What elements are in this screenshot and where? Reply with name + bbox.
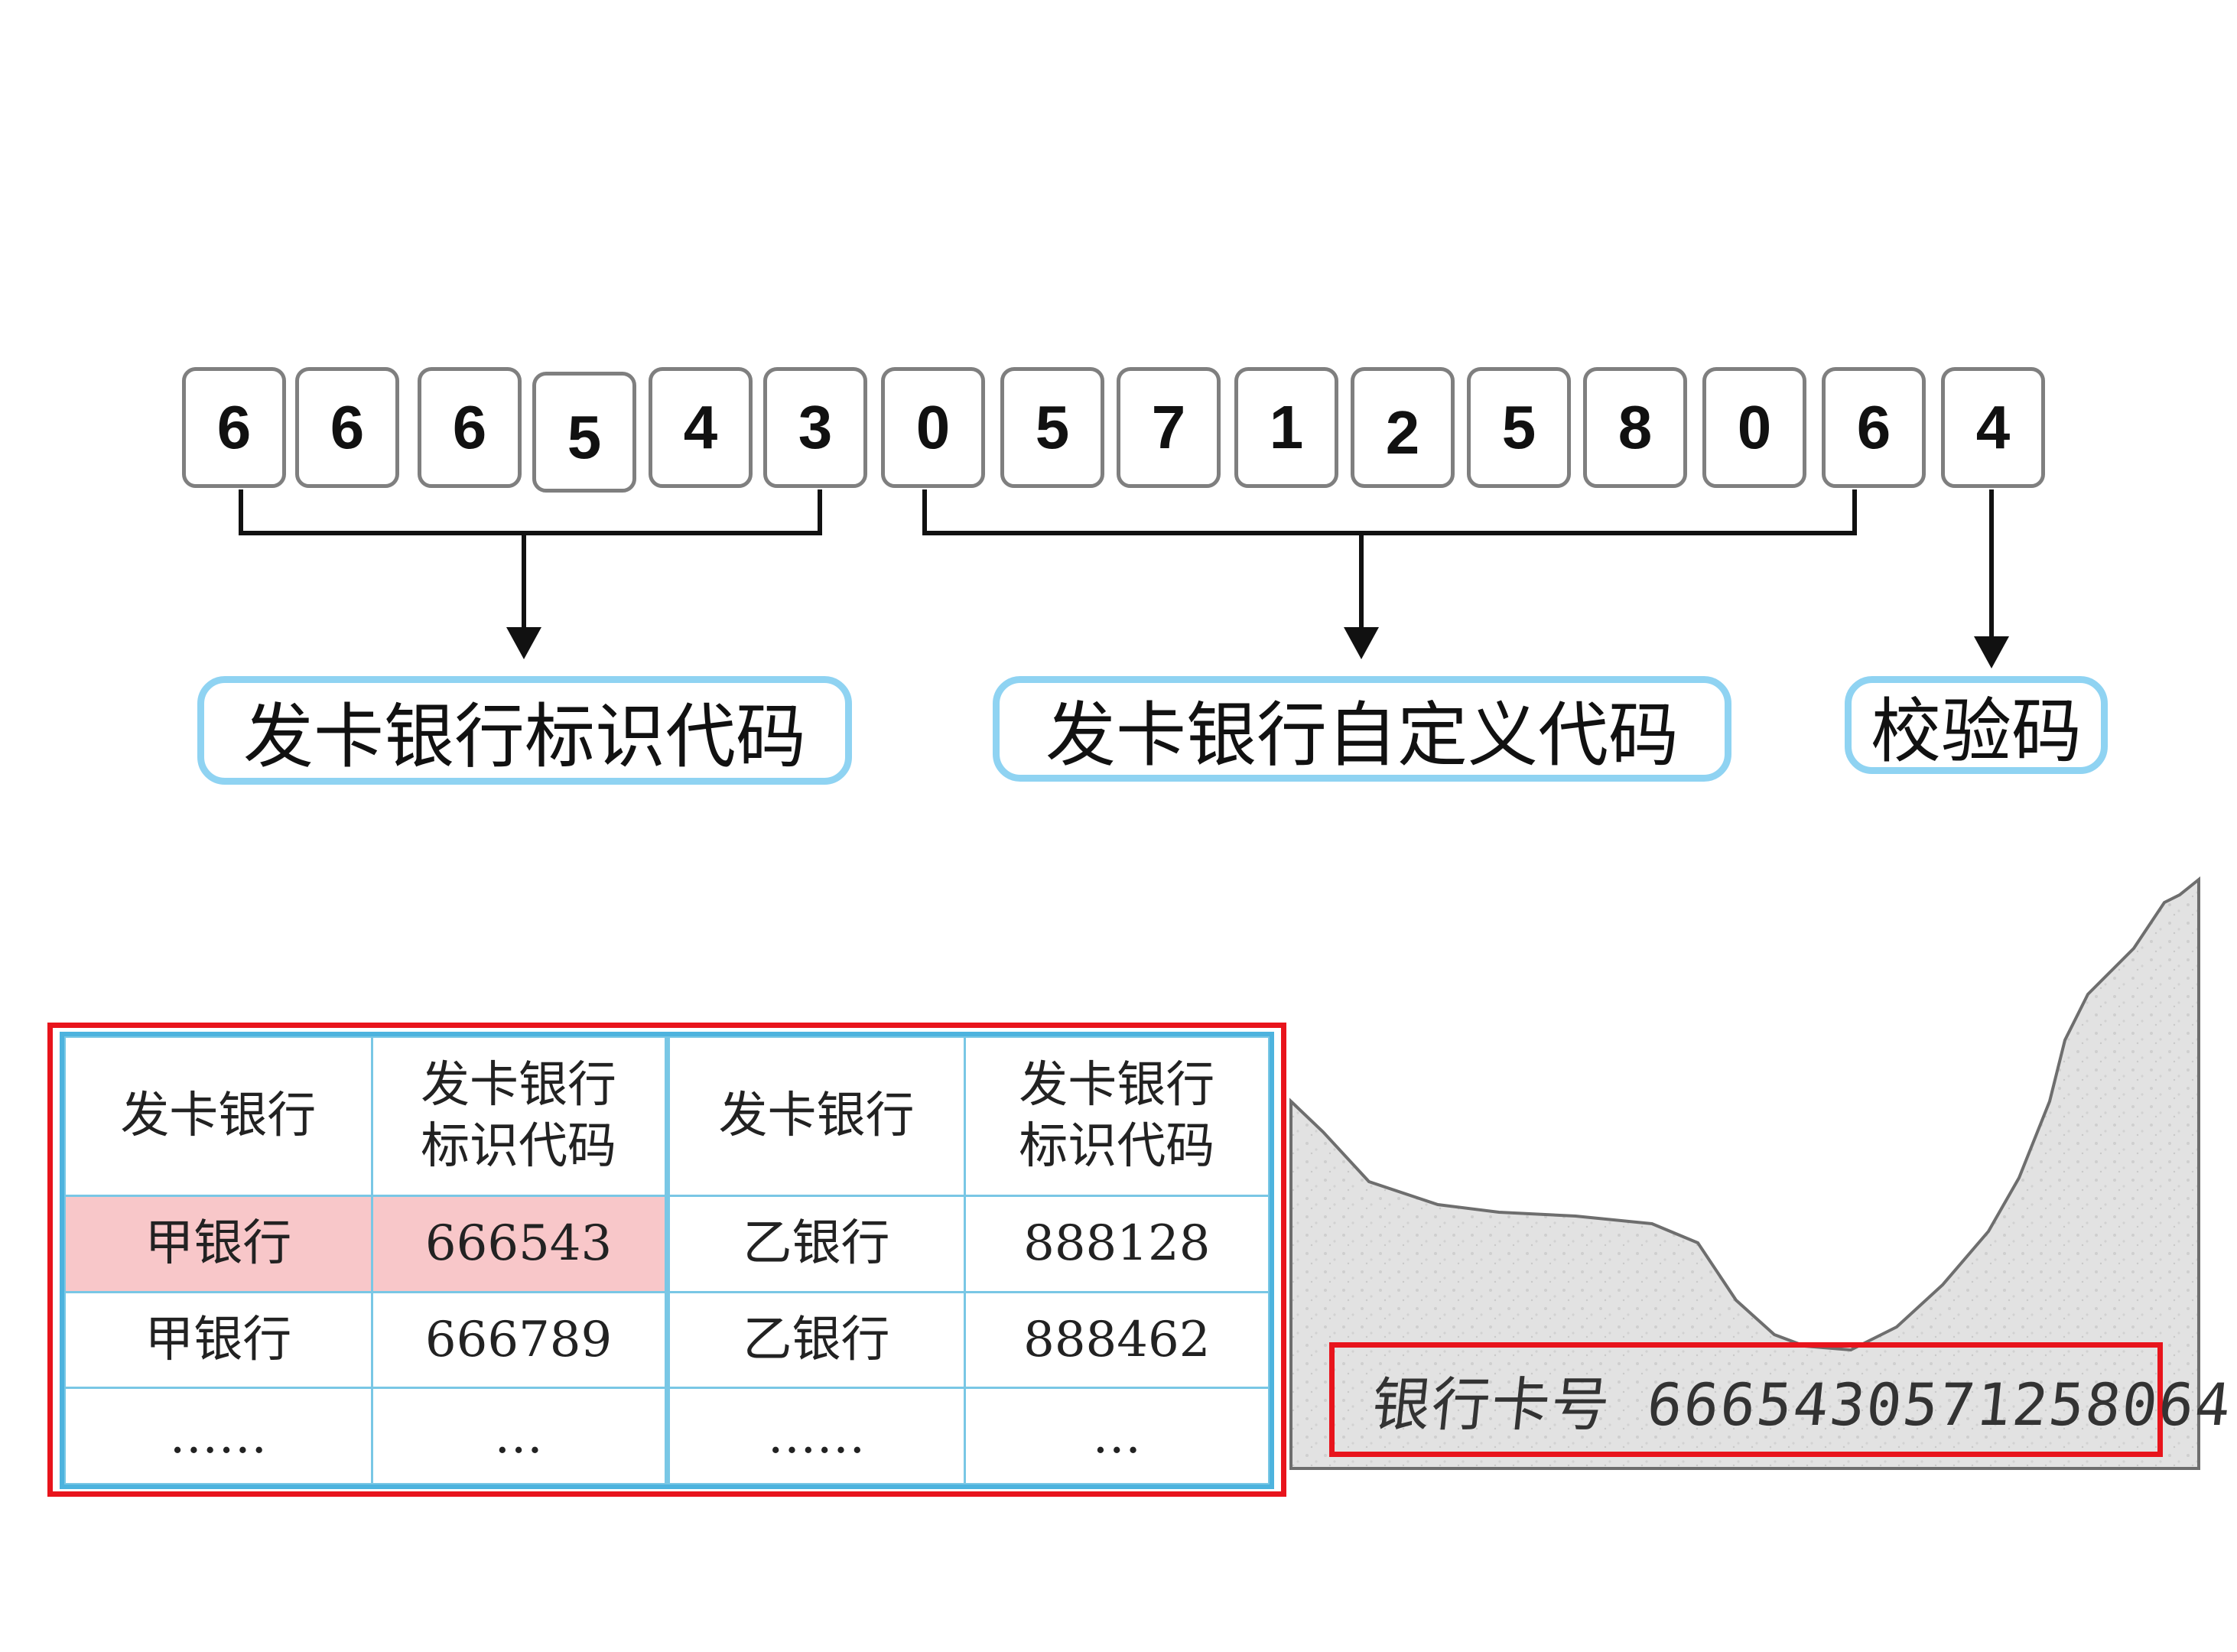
table-cell: 888462 bbox=[963, 1290, 1271, 1390]
table-row: 甲银行 666543 乙银行 888128 bbox=[63, 1194, 1271, 1293]
table-cell: 乙银行 bbox=[665, 1290, 966, 1390]
card-number-slip-frame: 银行卡号 6665430571258064 bbox=[1329, 1342, 2235, 1457]
check-digit-label: 校验码 bbox=[1845, 676, 2108, 774]
digit-box: 5 bbox=[1467, 367, 1571, 488]
table-row: …… … …… … bbox=[63, 1387, 1271, 1485]
header-cell: 发卡银行标识代码 bbox=[963, 1036, 1271, 1197]
table-cell: … bbox=[370, 1387, 670, 1485]
table-cell: 甲银行 bbox=[63, 1290, 373, 1390]
table-cell: 888128 bbox=[963, 1194, 1271, 1293]
digit-box: 6 bbox=[182, 367, 286, 488]
paper-shape bbox=[1289, 876, 2200, 1470]
issuer-bracket bbox=[239, 489, 822, 535]
digit-box: 1 bbox=[1234, 367, 1338, 488]
table-cell: 666543 bbox=[370, 1194, 670, 1293]
issuer-code-table: 发卡银行 发卡银行标识代码 发卡银行 发卡银行标识代码 甲银行 666543 乙… bbox=[60, 1032, 1274, 1489]
bracket-arrows bbox=[239, 489, 2009, 668]
table-cell: … bbox=[963, 1387, 1271, 1485]
arrow-head-icon bbox=[506, 627, 541, 659]
issuer-custom-label: 发卡银行自定义代码 bbox=[993, 676, 1731, 782]
digit-box: 8 bbox=[1583, 367, 1687, 488]
digit-box: 0 bbox=[1702, 367, 1806, 488]
digit-box: 6 bbox=[418, 367, 522, 488]
custom-bracket bbox=[922, 489, 1857, 535]
header-cell: 发卡银行 bbox=[63, 1036, 373, 1197]
table-row: 甲银行 666789 乙银行 888462 bbox=[63, 1290, 1271, 1390]
header-cell: 发卡银行标识代码 bbox=[370, 1036, 670, 1197]
digit-box: 0 bbox=[881, 367, 985, 488]
digit-box: 6 bbox=[1822, 367, 1926, 488]
digit-box: 5 bbox=[1000, 367, 1104, 488]
digit-box: 4 bbox=[1941, 367, 2045, 488]
arrow-head-icon bbox=[1344, 627, 1379, 659]
issuer-id-label: 发卡银行标识代码 bbox=[197, 676, 852, 785]
digit-box: 6 bbox=[295, 367, 399, 488]
table-cell: 乙银行 bbox=[665, 1194, 966, 1293]
arrow-head-icon bbox=[1974, 636, 2009, 668]
digit-box: 3 bbox=[763, 367, 867, 488]
handwritten-card-number: 银行卡号 6665430571258064 bbox=[1368, 1371, 2235, 1439]
table-header-row: 发卡银行 发卡银行标识代码 发卡银行 发卡银行标识代码 bbox=[63, 1036, 1271, 1197]
card-number-digits: 6 6 6 5 4 3 0 5 7 1 2 5 8 0 6 4 bbox=[0, 0, 2203, 535]
header-cell: 发卡银行 bbox=[665, 1036, 966, 1197]
issuer-code-table-frame: 发卡银行 发卡银行标识代码 发卡银行 发卡银行标识代码 甲银行 666543 乙… bbox=[47, 1023, 1286, 1497]
table-cell: …… bbox=[63, 1387, 373, 1485]
table-cell: 甲银行 bbox=[63, 1194, 373, 1293]
table-cell: 666789 bbox=[370, 1290, 670, 1390]
digit-box: 7 bbox=[1117, 367, 1221, 488]
digit-box: 4 bbox=[649, 367, 753, 488]
digit-box: 5 bbox=[532, 372, 636, 493]
digit-box: 2 bbox=[1351, 367, 1455, 488]
table-cell: …… bbox=[665, 1387, 966, 1485]
